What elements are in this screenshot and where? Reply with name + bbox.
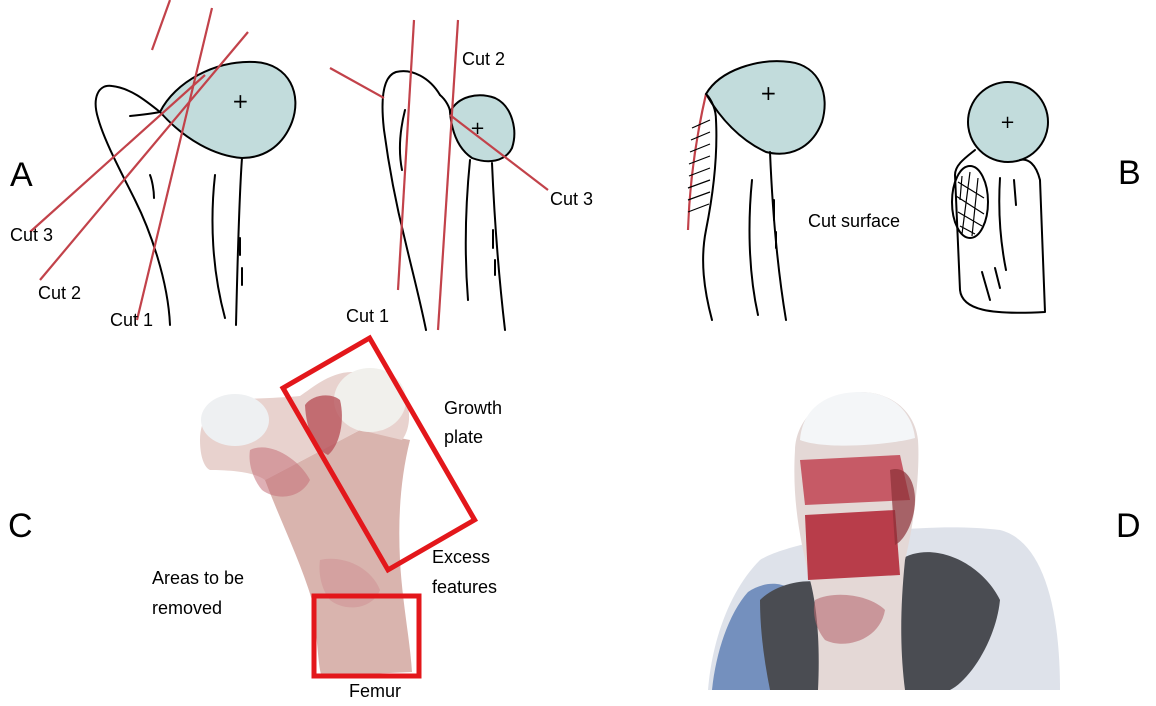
label-cut3-left: Cut 3 xyxy=(10,225,53,245)
label-excess: Excess xyxy=(432,547,490,567)
cut-line-3-left xyxy=(30,75,205,232)
label-cut-surface: Cut surface xyxy=(808,211,900,231)
femoral-head-photo xyxy=(201,394,269,446)
femur-sketch-a-left: + Cut 3 Cut 2 Cut 1 xyxy=(10,0,295,330)
cut-line-extra-right xyxy=(330,68,384,98)
panel-a: A + Cut 3 Cut 2 Cut 1 + xyxy=(10,0,593,330)
cut-surface-line-b-left xyxy=(688,94,706,230)
label-cut1-right: Cut 1 xyxy=(346,306,389,326)
panel-b: B + Cut surface + xyxy=(688,61,1141,320)
panel-letter-c: C xyxy=(8,507,33,545)
label-cut2-right: Cut 2 xyxy=(462,49,505,69)
head-center-mark-b-left: + xyxy=(760,81,777,105)
head-center-mark-b-right: + xyxy=(1000,112,1015,133)
bone-outline-a-right xyxy=(383,71,441,330)
cut-line-extra-left xyxy=(152,0,170,50)
head-center-mark: + xyxy=(232,89,249,113)
cut-femur-photo-d xyxy=(708,392,1060,690)
label-areas-to-be: Areas to be xyxy=(152,568,244,588)
label-growth: Growth xyxy=(444,398,502,418)
bone-outline-a-left xyxy=(96,86,170,325)
cut-line-2-right xyxy=(438,20,458,330)
cut-face-d xyxy=(805,510,900,580)
label-features: features xyxy=(432,577,497,597)
femur-sketch-a-right: + Cut 2 Cut 3 Cut 1 xyxy=(330,20,593,330)
femur-photo-c xyxy=(200,368,412,676)
label-femur: Femur xyxy=(349,681,401,701)
cut-surface-hatch-b-right xyxy=(956,172,984,236)
panel-c: C Growth plate Excess features Areas to … xyxy=(8,338,502,701)
label-plate: plate xyxy=(444,427,483,447)
label-cut3-right: Cut 3 xyxy=(550,189,593,209)
panel-d: D xyxy=(708,392,1141,690)
label-cut1-left: Cut 1 xyxy=(110,310,153,330)
label-cut2-left: Cut 2 xyxy=(38,283,81,303)
panel-letter-a: A xyxy=(10,156,33,194)
femoral-head-b-left xyxy=(706,61,825,153)
panel-letter-d: D xyxy=(1116,507,1141,545)
cut-line-2-left xyxy=(40,32,248,280)
bone-top-d xyxy=(800,392,915,446)
label-removed: removed xyxy=(152,598,222,618)
panel-letter-b: B xyxy=(1118,154,1141,192)
cut-line-1-left xyxy=(137,8,212,320)
femur-sketch-b-right: + xyxy=(952,82,1048,313)
femur-sketch-b-left: + xyxy=(688,61,825,320)
